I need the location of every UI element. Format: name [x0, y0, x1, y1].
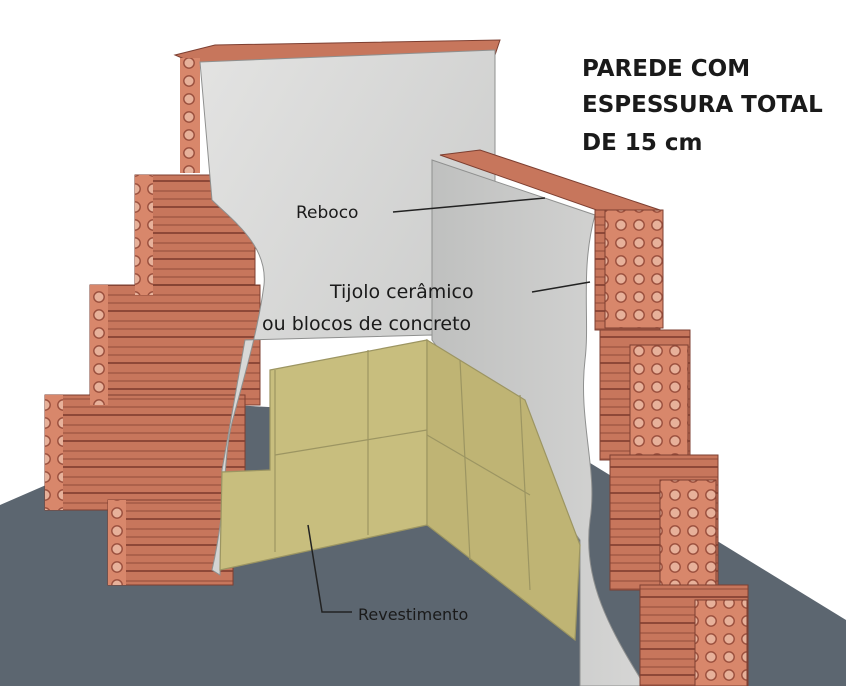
right-wall-tiles — [426, 338, 581, 642]
left-wall-end-holes — [180, 58, 200, 173]
tijolo-label-line2: ou blocos de concreto — [262, 313, 471, 335]
right-brick-stack — [594, 209, 749, 686]
revestimento-leader — [307, 524, 352, 613]
title-line-1: PAREDE COM — [582, 56, 750, 82]
title-line-2: ESPESSURA TOTAL — [582, 92, 823, 118]
revestimento-label: Revestimento — [358, 605, 468, 624]
reboco-label: Reboco — [296, 203, 358, 223]
reboco-leader — [392, 197, 546, 213]
right-wall-plaster — [431, 159, 646, 686]
tijolo-label-line1: Tijolo cerâmico — [329, 281, 474, 303]
tijolo-leader — [531, 281, 591, 293]
leader-lines — [307, 197, 591, 613]
left-wall-plaster — [199, 49, 496, 576]
title-line-3: DE 15 cm — [582, 130, 702, 156]
left-brick-stack — [44, 174, 261, 586]
